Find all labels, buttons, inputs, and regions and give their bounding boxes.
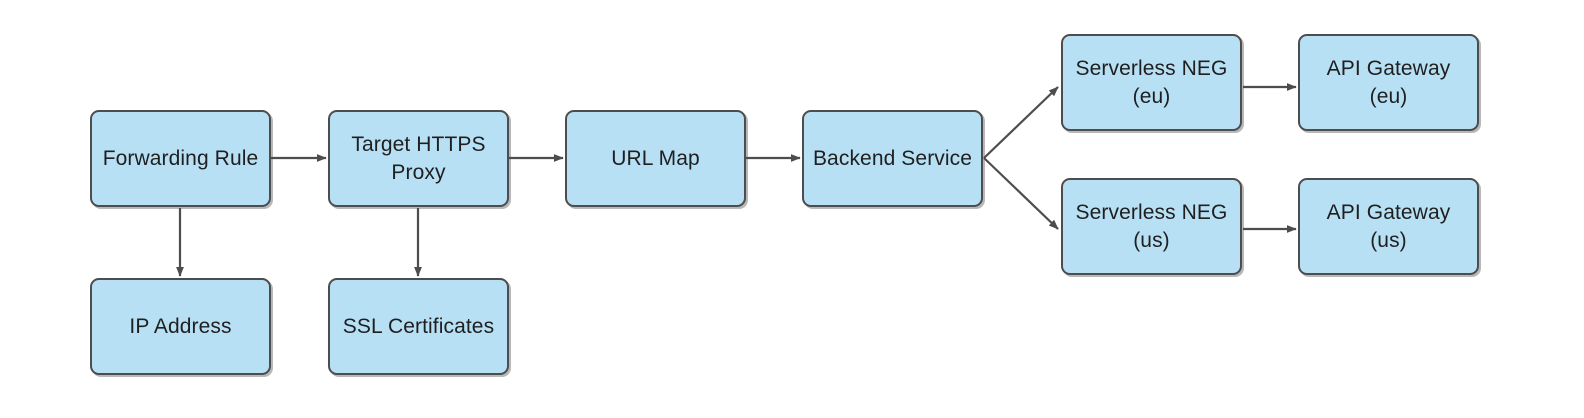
node-label-api-gateway-us: API Gateway (us) <box>1326 200 1451 252</box>
node-target-https-proxy[interactable]: Target HTTPS Proxy <box>328 110 509 207</box>
node-serverless-neg-eu[interactable]: Serverless NEG (eu) <box>1061 34 1242 131</box>
node-label-serverless-neg-eu: Serverless NEG (eu) <box>1075 56 1228 108</box>
edge-backend-service-to-serverless-neg-eu <box>983 86 1059 159</box>
node-ssl-certificates[interactable]: SSL Certificates <box>328 278 509 375</box>
node-url-map[interactable]: URL Map <box>565 110 746 207</box>
node-label-api-gateway-eu: API Gateway (eu) <box>1326 56 1451 108</box>
node-label-forwarding-rule: Forwarding Rule <box>102 146 259 170</box>
node-backend-service[interactable]: Backend Service <box>802 110 983 207</box>
node-forwarding-rule[interactable]: Forwarding Rule <box>90 110 271 207</box>
node-label-backend-service: Backend Service <box>812 146 973 170</box>
node-label-url-map: URL Map <box>611 146 700 170</box>
node-label-target-https-proxy: Target HTTPS Proxy <box>351 132 486 184</box>
node-api-gateway-us[interactable]: API Gateway (us) <box>1298 178 1479 275</box>
node-api-gateway-eu[interactable]: API Gateway (eu) <box>1298 34 1479 131</box>
node-serverless-neg-us[interactable]: Serverless NEG (us) <box>1061 178 1242 275</box>
node-ip-address[interactable]: IP Address <box>90 278 271 375</box>
edge-backend-service-to-serverless-neg-us <box>983 157 1059 230</box>
node-label-ssl-certificates: SSL Certificates <box>342 314 495 338</box>
node-label-serverless-neg-us: Serverless NEG (us) <box>1075 200 1228 252</box>
node-label-ip-address: IP Address <box>129 314 232 338</box>
